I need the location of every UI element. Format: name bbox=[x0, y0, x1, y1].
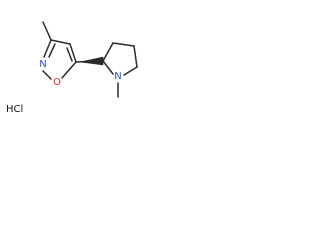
bond-c3-n bbox=[43, 39, 52, 58]
bond-c3-c4 bbox=[50, 39, 71, 45]
atom-label-pyrrolidine-n: N bbox=[114, 71, 121, 82]
salt-label: HCl bbox=[6, 104, 23, 115]
bond-c4-c5-inner bbox=[66, 47, 73, 62]
bond-o-c5 bbox=[61, 61, 77, 79]
bond-c4p-c5p bbox=[133, 45, 138, 68]
bond-c2-c3p bbox=[102, 42, 114, 62]
bond-n-c2 bbox=[102, 60, 114, 75]
atom-label-isoxazole-n: N bbox=[39, 59, 46, 70]
bond-c3-n-inner bbox=[48, 43, 56, 58]
structure-canvas: N O N HCl bbox=[0, 0, 163, 133]
bond-c4-c5 bbox=[69, 43, 77, 63]
bond-methyl-c3 bbox=[42, 21, 52, 41]
atom-label-isoxazole-o: O bbox=[53, 77, 61, 88]
bond-n-o bbox=[42, 70, 52, 80]
stereo-wedge bbox=[79, 56, 104, 66]
bond-c3p-c4p bbox=[112, 42, 135, 47]
bond-c5p-n bbox=[123, 66, 138, 76]
molecule-drawing: N O N HCl bbox=[6, 21, 138, 115]
